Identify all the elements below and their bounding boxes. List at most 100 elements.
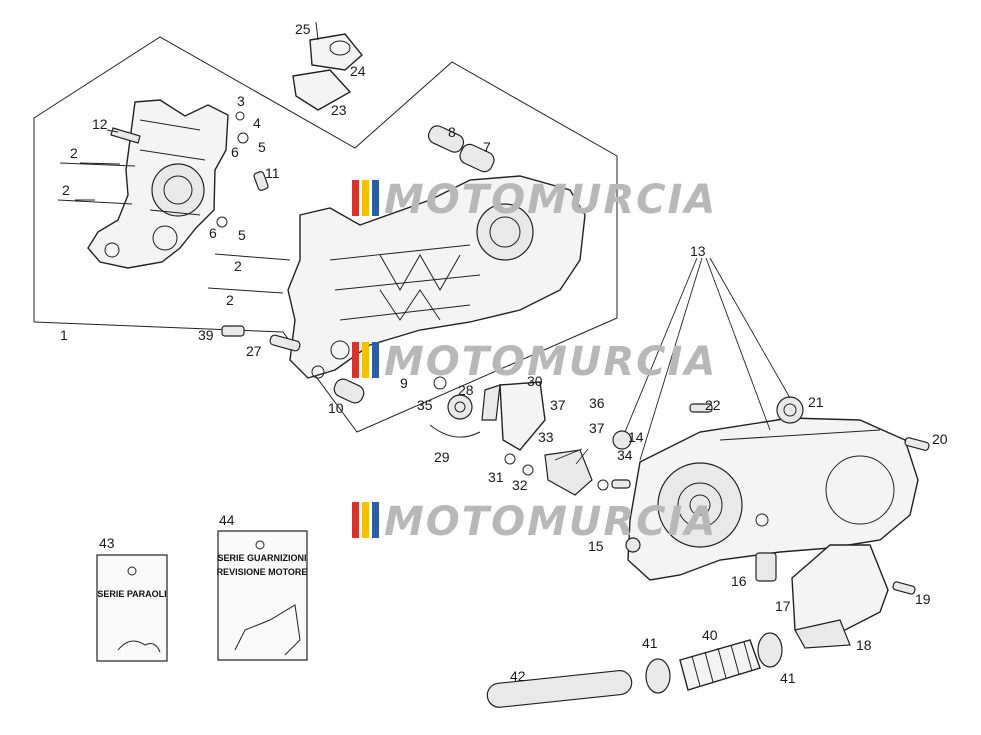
clamp-41a xyxy=(645,658,671,694)
label-32: 32 xyxy=(512,477,528,493)
label-2d: 2 xyxy=(226,292,234,308)
watermark-2: MOTOMURCIA xyxy=(352,339,715,385)
screw-39 xyxy=(221,325,245,337)
label-41b: 41 xyxy=(780,670,796,686)
label-7: 7 xyxy=(483,139,491,155)
crankcase-left-half xyxy=(87,99,229,269)
label-25: 25 xyxy=(295,21,311,37)
watermark-1: MOTOMURCIA xyxy=(352,177,717,223)
watermark-stripe-blue xyxy=(372,502,379,538)
label-30: 30 xyxy=(527,373,543,389)
crankcase-right-half xyxy=(287,175,586,379)
label-34: 34 xyxy=(617,447,633,463)
watermark-text: MOTOMURCIA xyxy=(384,499,717,545)
watermark-stripe-red xyxy=(352,342,359,378)
leader-lines xyxy=(75,129,791,465)
watermark-stripe-yellow xyxy=(362,180,369,216)
kit-44-line1: SERIE GUARNIZIONI xyxy=(217,553,306,563)
label-19: 19 xyxy=(915,591,931,607)
label-3: 3 xyxy=(237,93,245,109)
label-13: 13 xyxy=(690,243,706,259)
studs xyxy=(57,162,291,294)
washer-3 xyxy=(235,111,245,121)
label-21: 21 xyxy=(808,394,824,410)
label-37b: 37 xyxy=(589,420,605,436)
washer-15 xyxy=(625,537,641,553)
pin-27 xyxy=(269,334,301,352)
watermark-stripe-blue xyxy=(372,342,379,378)
watermark-3: MOTOMURCIA xyxy=(352,499,717,545)
label-36: 36 xyxy=(589,395,605,411)
label-4: 4 xyxy=(253,115,261,131)
label-5a: 5 xyxy=(258,139,266,155)
label-9: 9 xyxy=(400,375,408,391)
label-44: 44 xyxy=(219,512,235,528)
clamp-41b xyxy=(757,632,783,668)
part-number-labels: 1 2 2 2 2 3 4 5 5 6 6 7 8 9 10 11 12 13 … xyxy=(60,21,948,686)
label-27: 27 xyxy=(246,343,262,359)
kickstart-assembly xyxy=(429,376,631,496)
bushing-10 xyxy=(333,378,365,404)
watermark-stripe-red xyxy=(352,502,359,538)
label-5b: 5 xyxy=(238,227,246,243)
label-17: 17 xyxy=(775,598,791,614)
plug-14 xyxy=(612,430,632,450)
transmission-cover xyxy=(627,417,919,581)
label-12: 12 xyxy=(92,116,108,132)
label-42: 42 xyxy=(510,668,526,684)
label-2b: 2 xyxy=(62,182,70,198)
label-8: 8 xyxy=(448,124,456,140)
screw-20 xyxy=(904,437,930,451)
label-15: 15 xyxy=(588,538,604,554)
label-18: 18 xyxy=(856,637,872,653)
label-33: 33 xyxy=(538,429,554,445)
label-39: 39 xyxy=(198,327,214,343)
screw-22 xyxy=(689,403,713,413)
label-41a: 41 xyxy=(642,635,658,651)
watermark-text: MOTOMURCIA xyxy=(384,177,717,223)
label-37a: 37 xyxy=(550,397,566,413)
label-2a: 2 xyxy=(70,145,78,161)
label-40: 40 xyxy=(702,627,718,643)
washer-6b xyxy=(216,216,228,228)
watermark-stripe-red xyxy=(352,180,359,216)
intake-manifold xyxy=(292,21,363,111)
label-43: 43 xyxy=(99,535,115,551)
bushing-7 xyxy=(459,143,495,173)
bushing-8 xyxy=(427,125,465,153)
kit-43-text: SERIE PARAOLI xyxy=(97,589,166,599)
hose-42 xyxy=(486,670,633,708)
dowel-11 xyxy=(253,171,269,191)
kit-43-envelope: SERIE PARAOLI xyxy=(96,554,168,662)
screw-12 xyxy=(110,127,141,144)
kit-44-envelope: SERIE GUARNIZIONI REVISIONE MOTORE xyxy=(217,530,308,661)
watermark-stripe-yellow xyxy=(362,502,369,538)
label-6a: 6 xyxy=(231,144,239,160)
bearing-21-inner xyxy=(783,403,797,417)
label-29: 29 xyxy=(434,449,450,465)
label-31: 31 xyxy=(488,469,504,485)
crankcase-group-outline xyxy=(33,36,618,433)
label-24: 24 xyxy=(350,63,366,79)
label-10: 10 xyxy=(328,400,344,416)
kit-44-line2: REVISIONE MOTORE xyxy=(217,567,308,577)
rubber-16 xyxy=(755,552,777,582)
bearing-21 xyxy=(776,396,804,424)
label-23: 23 xyxy=(331,102,347,118)
label-6b: 6 xyxy=(209,225,217,241)
label-16: 16 xyxy=(731,573,747,589)
label-20: 20 xyxy=(932,431,948,447)
watermark-stripe-yellow xyxy=(362,342,369,378)
air-duct xyxy=(791,544,889,649)
label-11: 11 xyxy=(265,165,280,181)
watermark-stripe-blue xyxy=(372,180,379,216)
label-2c: 2 xyxy=(234,258,242,274)
label-1: 1 xyxy=(60,327,68,343)
label-14: 14 xyxy=(628,429,644,445)
label-22: 22 xyxy=(705,397,721,413)
screw-19 xyxy=(892,581,916,595)
washer-6a xyxy=(237,132,249,144)
label-28: 28 xyxy=(458,382,474,398)
